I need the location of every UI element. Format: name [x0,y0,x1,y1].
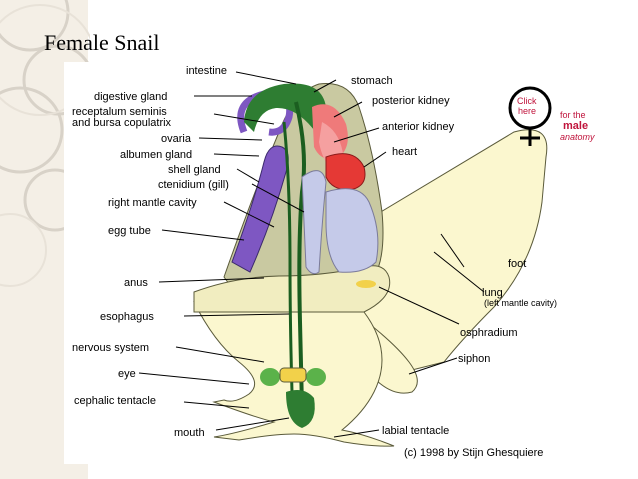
snail-diagram-panel: intestine stomach digestive gland recept… [64,62,632,464]
mouth-shape [286,390,315,428]
label-lung-note: (left mantle cavity) [484,298,557,308]
label-anus: anus [124,277,148,289]
label-receptalum-2: and bursa copulatrix [72,117,172,129]
eye-left [260,368,280,386]
label-posterior-kidney: posterior kidney [372,95,450,107]
gill-shape [301,170,327,275]
label-stomach: stomach [351,75,393,87]
label-right-mantle-cavity: right mantle cavity [108,197,197,209]
label-lung: lung [482,287,503,299]
label-digestive-gland: digestive gland [94,91,167,103]
eye-right [306,368,326,386]
male-link-for-the: for the [560,110,586,120]
lung-shape [325,188,379,273]
male-link-here: here [518,106,536,116]
nerve-ring [279,367,307,383]
label-intestine: intestine [186,65,227,77]
label-egg-tube: egg tube [108,225,151,237]
intestine-tube [294,101,306,408]
label-cephalic-tentacle: cephalic tentacle [74,395,156,407]
label-nervous-system: nervous system [72,342,149,354]
label-siphon: siphon [458,353,490,365]
label-esophagus: esophagus [100,311,154,323]
label-foot: foot [508,258,526,270]
label-osphradium: osphradium [460,327,517,339]
label-receptalum-1: receptalum seminis [72,106,167,118]
label-anterior-kidney: anterior kidney [382,121,455,133]
digestive-gland-shape [244,83,327,132]
label-shell-gland: shell gland [168,164,221,176]
heart-shape [325,153,366,191]
copyright-text: (c) 1998 by Stijn Ghesquiere [404,447,543,459]
male-anatomy-link[interactable]: Click here for the male anatomy [508,86,595,146]
label-mouth: mouth [174,427,205,439]
label-labial-tentacle: labial tentacle [382,425,449,437]
label-ovaria: ovaria [161,133,192,145]
esophagus-tube [282,121,294,393]
male-link-anatomy: anatomy [560,132,595,142]
foot-shape [363,129,548,373]
label-albumen-gland: albumen gland [120,149,192,161]
male-link-male: male [563,120,588,132]
slide-title: Female Snail [44,30,160,55]
shell-gland-shape [231,145,289,273]
osphradium-shape [356,280,376,288]
label-ctenidium: ctenidium (gill) [158,179,229,191]
label-heart: heart [392,146,417,158]
label-eye: eye [118,368,136,380]
male-link-click: Click [517,96,537,106]
snail-anatomy-diagram: intestine stomach digestive gland recept… [72,65,595,459]
